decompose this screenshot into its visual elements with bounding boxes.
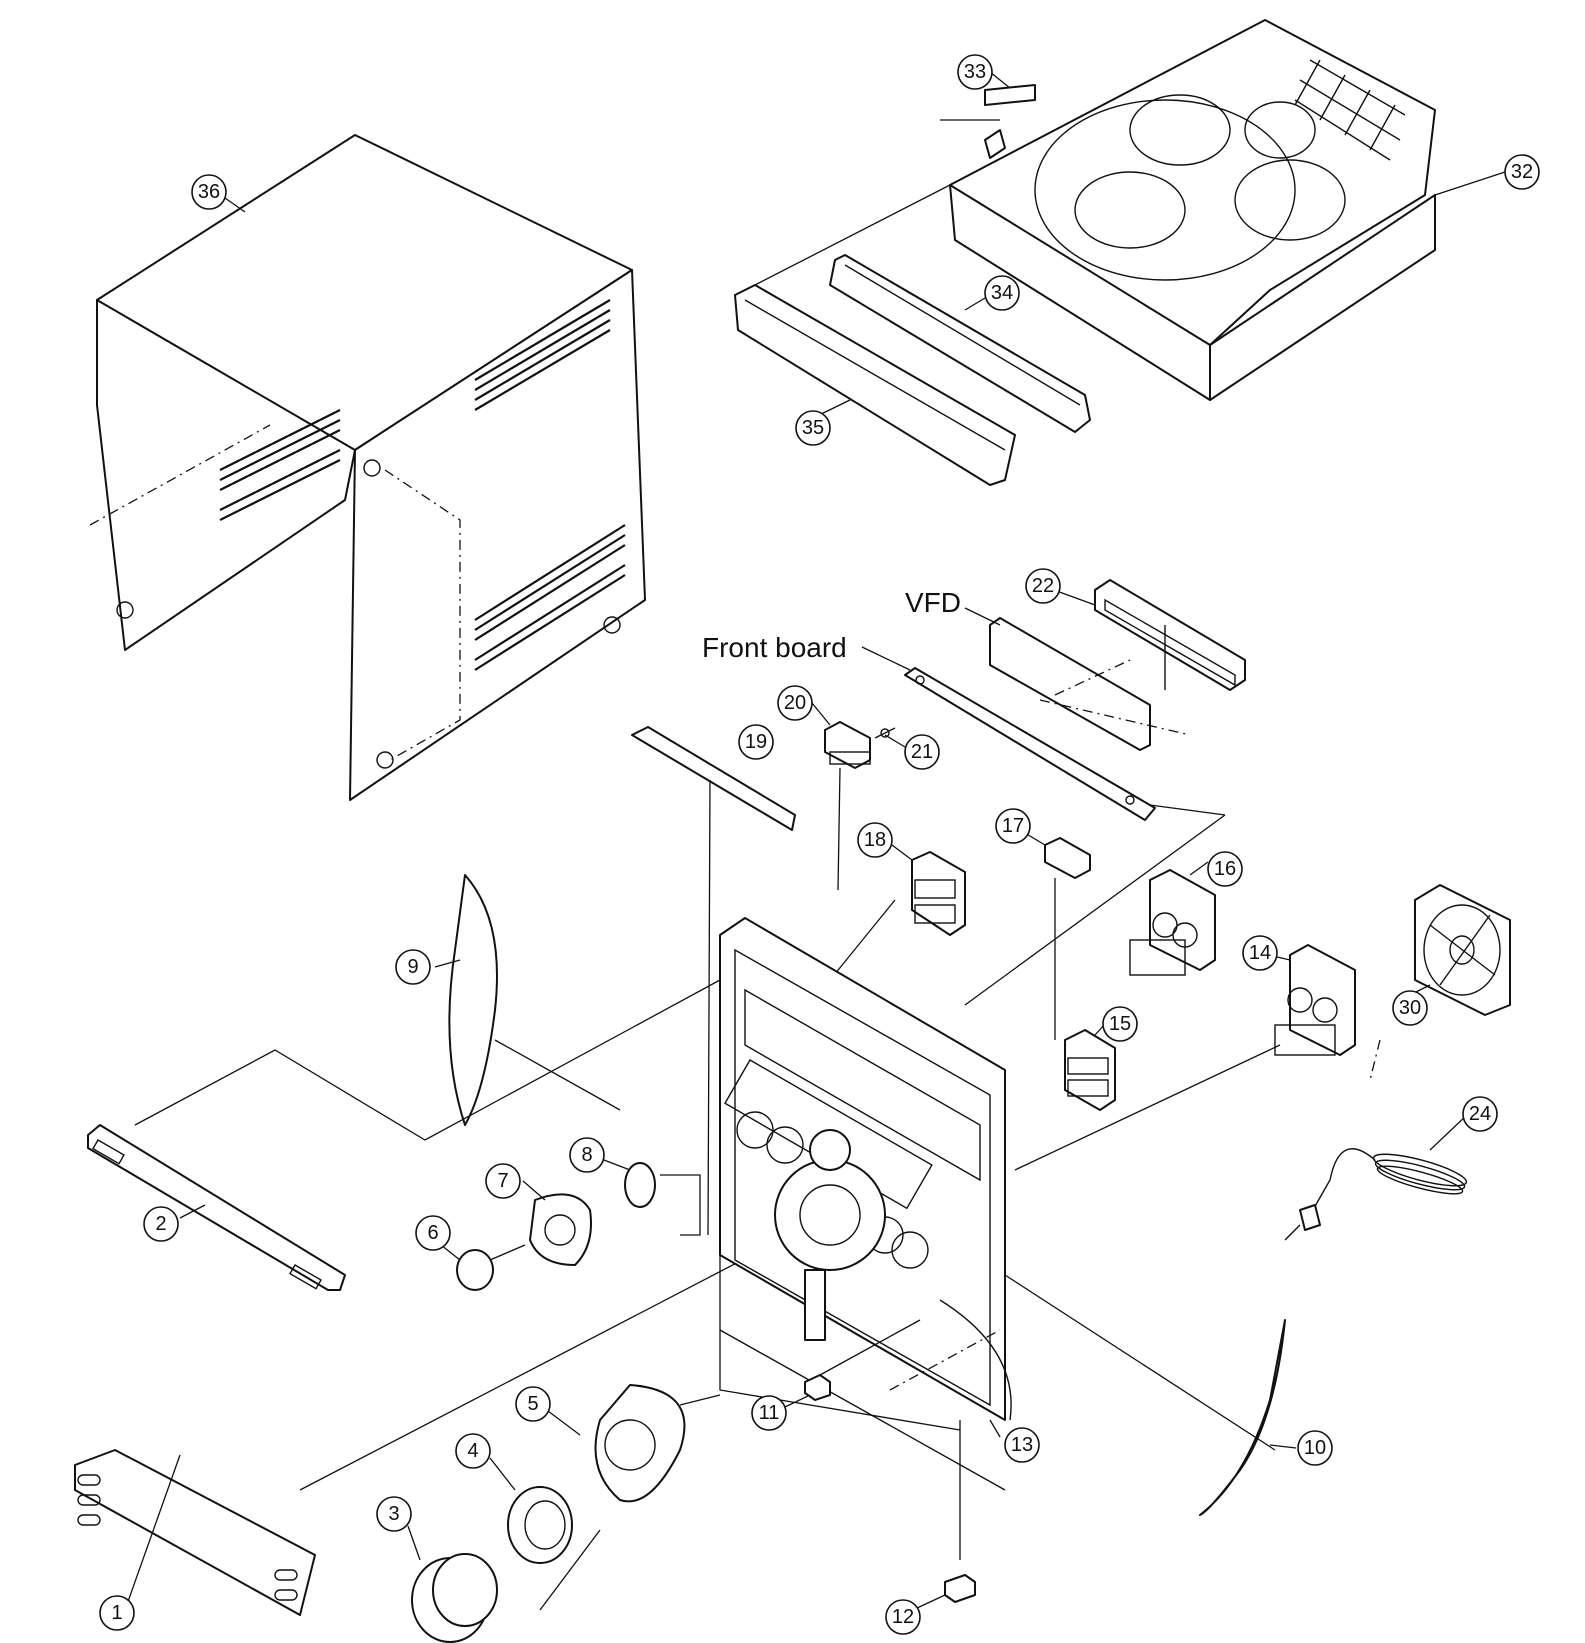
- svg-text:36: 36: [198, 181, 220, 203]
- knob-ring: [507, 1486, 573, 1564]
- svg-text:22: 22: [1032, 575, 1054, 597]
- callout-15: 15: [1102, 1006, 1138, 1042]
- small-block-11: [804, 1319, 921, 1401]
- callout-34: 34: [984, 275, 1020, 311]
- callout-13: 13: [1004, 1427, 1040, 1463]
- cabinet-vents-side: [219, 409, 341, 521]
- callout-7: 7: [485, 1163, 521, 1199]
- callout-22: 22: [1025, 568, 1061, 604]
- front-board-label: Front board: [702, 632, 847, 663]
- cd-door-panel: [734, 184, 1016, 486]
- svg-text:3: 3: [388, 1503, 399, 1525]
- callout-8: 8: [569, 1137, 605, 1173]
- svg-text:2: 2: [155, 1213, 166, 1235]
- ring-bracket: [624, 1162, 701, 1236]
- svg-text:12: 12: [892, 1606, 914, 1628]
- small-knob: [456, 1244, 526, 1291]
- tact-switch-20: [824, 721, 871, 891]
- side-panel-right: [1004, 1274, 1286, 1516]
- leader-lines: [179, 171, 1506, 1610]
- svg-text:5: 5: [527, 1393, 538, 1415]
- svg-text:8: 8: [581, 1144, 592, 1166]
- vfd-holder: [1094, 579, 1246, 691]
- svg-text:35: 35: [802, 417, 824, 439]
- cabinet-vents-top: [474, 299, 611, 411]
- callout-21: 21: [904, 734, 940, 770]
- top-trim-bar: [87, 979, 721, 1291]
- label-strip: [984, 71, 1036, 106]
- front-board-pcb: [904, 667, 1226, 1006]
- svg-text:18: 18: [864, 829, 886, 851]
- callout-11: 11: [751, 1395, 787, 1431]
- control-assembly-14: [1014, 944, 1381, 1171]
- callout-4: 4: [455, 1433, 491, 1469]
- callout-19: 19: [738, 724, 774, 760]
- callout-20: 20: [777, 685, 813, 721]
- callout-3: 3: [376, 1496, 412, 1532]
- svg-text:9: 9: [407, 956, 418, 978]
- callout-9: 9: [395, 949, 431, 985]
- callout-17: 17: [995, 808, 1031, 844]
- power-cord: [1284, 1148, 1468, 1241]
- vfd-label: VFD: [905, 587, 961, 618]
- knob-bezel: [539, 1384, 721, 1611]
- svg-text:32: 32: [1511, 161, 1533, 183]
- callout-18: 18: [857, 822, 893, 858]
- small-component-21: [874, 727, 896, 739]
- switch-holder-18: [829, 851, 966, 981]
- switch-holder-15: [1064, 1029, 1116, 1111]
- callout-35: 35: [795, 410, 831, 446]
- front-chassis: [719, 917, 1012, 1560]
- callout-36: 36: [191, 174, 227, 210]
- svg-text:24: 24: [1469, 1103, 1491, 1125]
- callout-30: 30: [1392, 990, 1428, 1026]
- svg-text:19: 19: [745, 731, 767, 753]
- callout-10: 10: [1297, 1430, 1333, 1466]
- knob-cap: [411, 1553, 498, 1643]
- callout-14: 14: [1242, 935, 1278, 971]
- callout-24: 24: [1462, 1096, 1498, 1132]
- knob-holder: [529, 1193, 592, 1266]
- svg-text:16: 16: [1214, 858, 1236, 880]
- callout-6: 6: [415, 1215, 451, 1251]
- tact-switch-17: [1044, 837, 1091, 1040]
- svg-text:6: 6: [427, 1222, 438, 1244]
- svg-text:10: 10: [1304, 1437, 1326, 1459]
- callout-12: 12: [885, 1599, 921, 1635]
- control-assembly-16: [1129, 869, 1216, 976]
- svg-text:33: 33: [964, 61, 986, 83]
- film-strip: [631, 726, 796, 1236]
- cabinet-vents-front: [474, 524, 626, 671]
- mechanism-grid: [1294, 59, 1406, 161]
- bottom-front-panel: [74, 1229, 801, 1616]
- callout-1: 1: [99, 1595, 135, 1631]
- svg-text:13: 13: [1011, 1434, 1033, 1456]
- svg-text:11: 11: [759, 1402, 780, 1424]
- callout-16: 16: [1207, 851, 1243, 887]
- cooling-fan: [1414, 884, 1511, 1016]
- callout-2: 2: [143, 1206, 179, 1242]
- svg-text:30: 30: [1399, 997, 1421, 1019]
- svg-text:34: 34: [991, 282, 1013, 304]
- callout-33: 33: [957, 54, 993, 90]
- svg-text:4: 4: [467, 1440, 478, 1462]
- svg-text:17: 17: [1002, 815, 1024, 837]
- callout-5: 5: [515, 1386, 551, 1422]
- svg-text:15: 15: [1109, 1013, 1131, 1035]
- callout-32: 32: [1504, 154, 1540, 190]
- svg-text:7: 7: [497, 1170, 508, 1192]
- svg-text:21: 21: [911, 741, 933, 763]
- svg-text:20: 20: [784, 692, 806, 714]
- cabinet-cover: [89, 134, 646, 801]
- cd-changer-mechanism: [940, 19, 1436, 401]
- small-block-12: [944, 1574, 976, 1603]
- cd-door: [829, 254, 1091, 433]
- svg-text:1: 1: [111, 1602, 122, 1624]
- side-panel-left: [448, 874, 621, 1126]
- svg-text:14: 14: [1249, 942, 1271, 964]
- vfd-display: [989, 617, 1191, 751]
